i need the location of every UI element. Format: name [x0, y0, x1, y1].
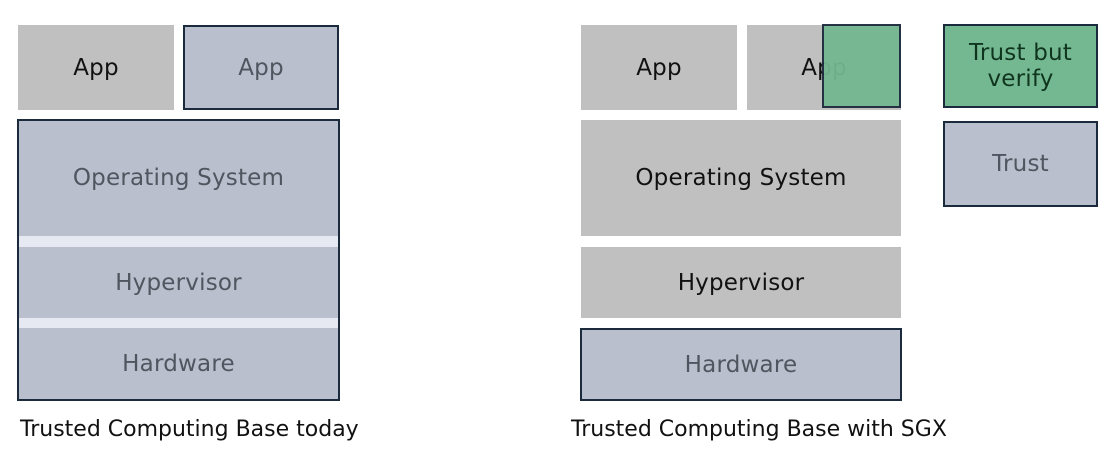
- legend-trust: Trust: [943, 121, 1098, 207]
- hardware-layer: Hardware: [580, 328, 902, 401]
- app-box-untrusted: App: [581, 25, 737, 110]
- legend-trust-but-verify: Trust but verify: [943, 24, 1098, 108]
- app-box-trusted: App: [183, 25, 339, 110]
- caption-tcb-sgx: Trusted Computing Base with SGX: [571, 417, 947, 442]
- os-layer: Operating System: [581, 120, 901, 236]
- layer-separator: [18, 318, 339, 328]
- hardware-layer: Hardware: [18, 328, 339, 400]
- layer-separator: [18, 236, 339, 247]
- app-box-untrusted: App: [18, 25, 174, 110]
- hypervisor-layer: Hypervisor: [18, 247, 339, 318]
- caption-tcb-today: Trusted Computing Base today: [20, 417, 359, 442]
- enclave-box: [822, 24, 901, 108]
- hypervisor-layer: Hypervisor: [581, 247, 901, 318]
- os-layer: Operating System: [18, 120, 339, 236]
